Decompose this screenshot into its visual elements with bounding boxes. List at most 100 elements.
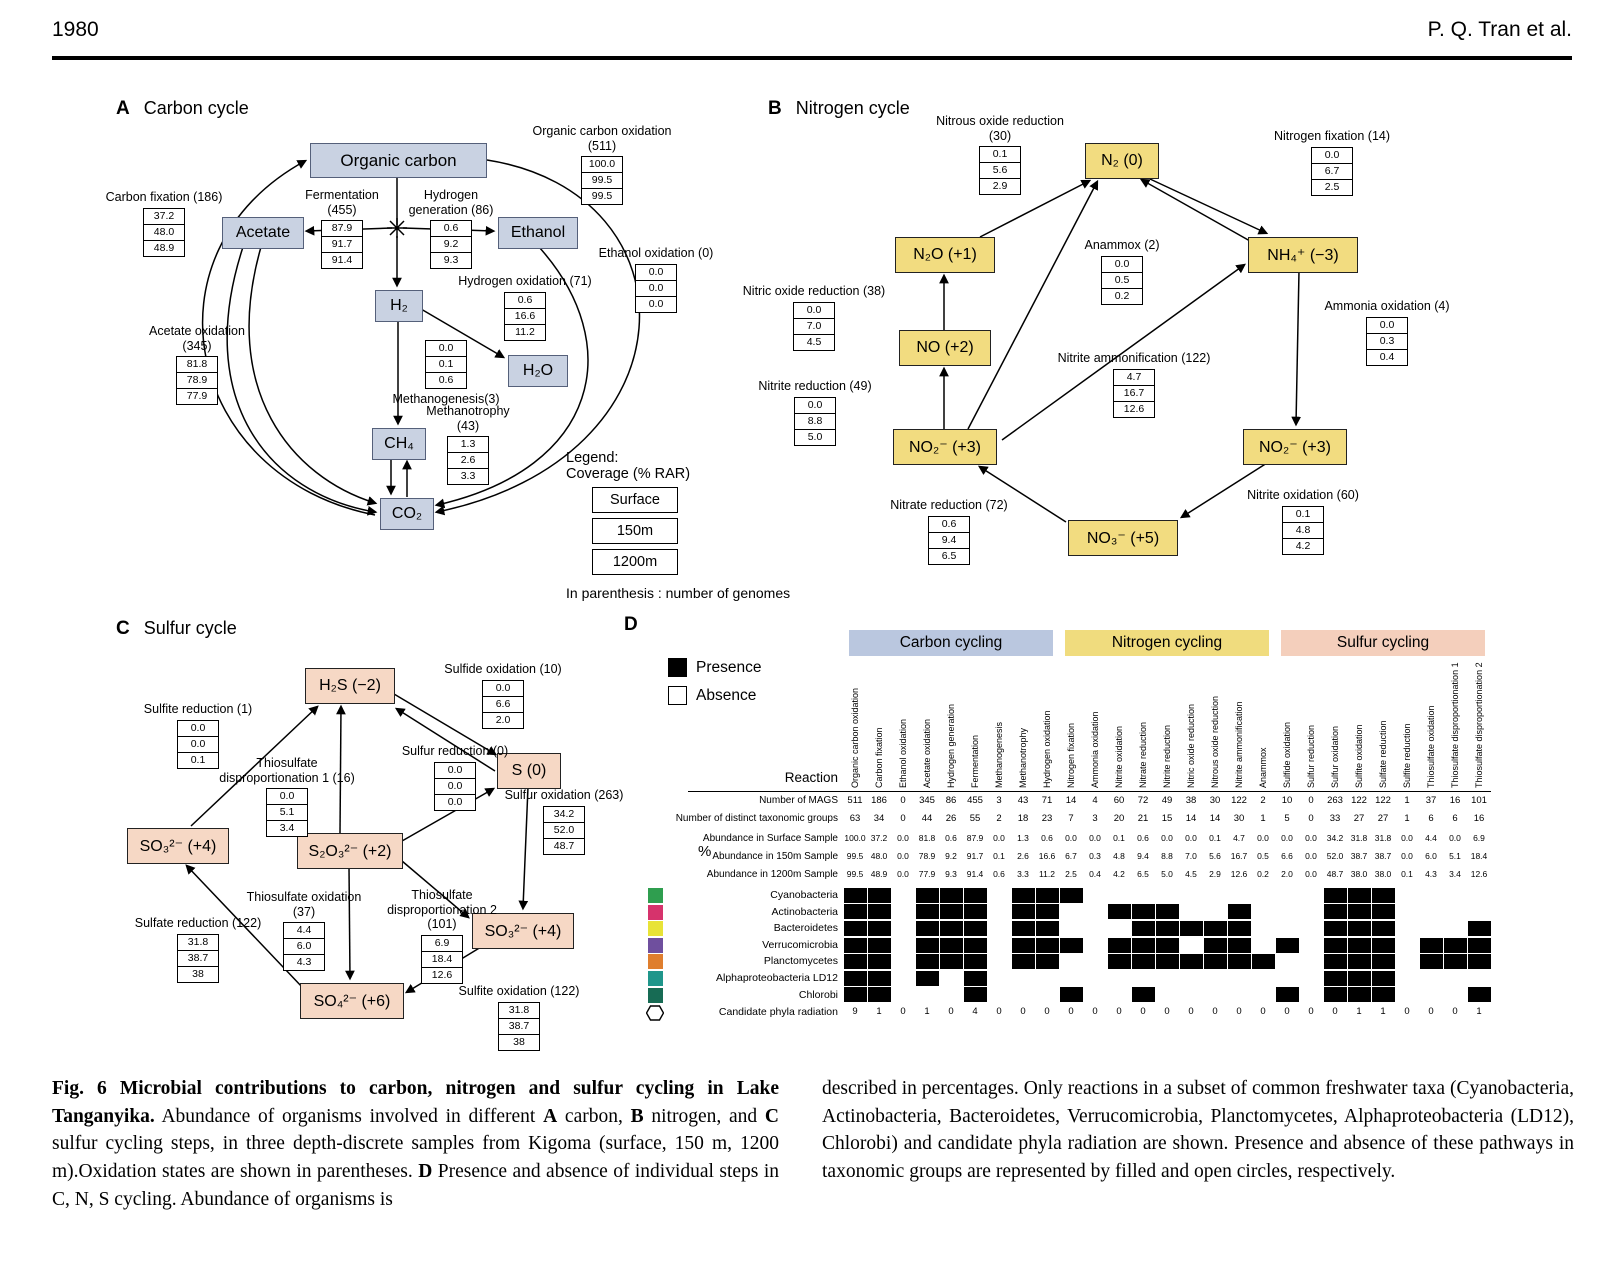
coverage-150m: 16.6	[504, 308, 546, 325]
coverage-1200m: 4.5	[793, 334, 835, 351]
presence-cell	[963, 970, 987, 986]
taxon-label-7: Chlorobi	[798, 988, 838, 1001]
coverage-1200m: 0.4	[1366, 349, 1408, 366]
presence-cell	[843, 954, 867, 970]
presence-cell	[1371, 987, 1395, 1003]
presence-cell	[1467, 921, 1491, 936]
mags-value-24: 1	[1404, 795, 1410, 806]
surface-value-14: 0.0	[1161, 833, 1173, 843]
rx-label: Sulfite reduction (1)	[143, 702, 253, 716]
rx-nitric-oxide-reduction: Nitric oxide reduction (38) 0.0 7.0 4.5	[730, 284, 898, 351]
rx-acetate-oxidation: Acetate oxidation (345) 81.8 78.9 77.9	[146, 324, 248, 405]
coverage-stack: 0.0 6.6 2.0	[482, 679, 524, 729]
column-label-5: Hydrogen generation	[946, 703, 956, 788]
surface-value-9: 0.6	[1041, 833, 1053, 843]
coverage-stack: 0.0 7.0 4.5	[793, 301, 835, 351]
coverage-stack: 34.2 52.0 48.7	[543, 805, 585, 855]
arrow-nitrite-oxidation	[1179, 462, 1268, 519]
presence-cell	[1203, 937, 1227, 953]
mags-value-12: 60	[1113, 795, 1125, 806]
surface-value-11: 0.0	[1089, 833, 1101, 843]
presence-cell	[1371, 904, 1395, 920]
m150-value-17: 16.7	[1230, 851, 1248, 861]
coverage-150m: 6.7	[1311, 163, 1353, 180]
rx-anammox: Anammox (2) 0.0 0.5 0.2	[1066, 238, 1178, 305]
presence-cell	[867, 887, 891, 903]
taxon-color-chip-7	[648, 987, 663, 1003]
taxon-color-chip-2	[648, 904, 663, 920]
surface-value-10: 0.0	[1065, 833, 1077, 843]
presence-label: Presence	[696, 658, 762, 676]
mags-value-14: 49	[1161, 795, 1173, 806]
presence-cell	[1323, 887, 1347, 903]
presence-cell	[1443, 954, 1467, 970]
cpr-count-9: 0	[1044, 1006, 1050, 1018]
m150-value-23: 38.7	[1374, 851, 1392, 861]
m150-value-18: 0.5	[1257, 851, 1269, 861]
caption-segment: carbon,	[557, 1105, 631, 1127]
rx-label: Fermentation (455)	[305, 188, 379, 217]
surface-value-7: 0.0	[993, 833, 1005, 843]
cpr-count-27: 1	[1476, 1006, 1482, 1018]
coverage-1200m: 99.5	[581, 189, 623, 205]
rx-label: Hydrogen oxidation (71)	[458, 274, 592, 288]
coverage-150m: 8.8	[794, 413, 836, 430]
rx-fermentation: Fermentation (455) 87.9 91.7 91.4	[291, 188, 393, 269]
rx-label: Nitric oxide reduction (38)	[742, 284, 886, 298]
row-label-mags: Number of MAGS	[759, 795, 838, 806]
coverage-surface: 0.6	[928, 515, 970, 533]
m150-value-20: 0.0	[1305, 851, 1317, 861]
rx-label: Ethanol oxidation (0)	[598, 246, 714, 260]
caption-bold-segment: C	[764, 1105, 780, 1127]
coverage-surface: 4.4	[283, 922, 325, 939]
presence-cell	[1323, 921, 1347, 936]
coverage-stack: 0.0 8.8 5.0	[794, 396, 836, 446]
tax_groups-value-7: 2	[996, 813, 1002, 824]
coverage-150m: 5.1	[266, 805, 308, 821]
presence-cell	[1371, 887, 1395, 903]
m150-value-5: 9.2	[945, 851, 957, 861]
presence-cell	[1203, 921, 1227, 936]
m150-value-12: 4.8	[1113, 851, 1125, 861]
panel-a-letter: A	[116, 98, 130, 119]
coverage-stack: 37.2 48.0 48.9	[143, 207, 185, 257]
surface-value-1: 100.0	[844, 833, 866, 843]
presence-cell	[1467, 987, 1491, 1003]
row-label-m150: Abundance in 150m Sample	[712, 851, 838, 862]
cpr-count-20: 0	[1308, 1006, 1314, 1018]
m150-value-3: 0.0	[897, 851, 909, 861]
coverage-150m: 99.5	[581, 173, 623, 189]
column-label-20: Sulfur reduction	[1306, 724, 1316, 788]
rx-label: Nitrite reduction (49)	[758, 379, 872, 393]
group-header-sulfur: Sulfur cycling	[1281, 630, 1485, 656]
coverage-1200m: 12.6	[1113, 401, 1155, 418]
tax_groups-value-2: 34	[873, 813, 885, 824]
coverage-surface: 0.0	[1366, 316, 1408, 334]
coverage-stack: 0.0 6.7 2.5	[1311, 146, 1353, 196]
caption-bold-segment: A	[543, 1105, 558, 1127]
mags-value-17: 122	[1231, 795, 1247, 806]
box-nh4: NH₄⁺ (−3)	[1248, 237, 1358, 273]
tax_groups-value-1: 63	[849, 813, 861, 824]
presence-cell	[1347, 987, 1371, 1003]
mags-value-26: 16	[1449, 795, 1461, 806]
presence-cell	[1131, 954, 1155, 970]
row-label-tax_groups: Number of distinct taxonomic groups	[675, 813, 838, 824]
cpr-count-10: 0	[1068, 1006, 1074, 1018]
presence-cell	[1323, 987, 1347, 1003]
tax_groups-value-27: 16	[1473, 813, 1485, 824]
presence-cell	[1011, 887, 1035, 903]
presence-cell	[939, 887, 963, 903]
coverage-stack: 4.4 6.0 4.3	[283, 922, 325, 971]
taxon-color-chip-4	[648, 937, 663, 953]
presence-cell	[1107, 954, 1131, 970]
coverage-1200m: 2.9	[979, 179, 1021, 195]
m150-value-10: 6.7	[1065, 851, 1077, 861]
row-label-surface: Abundance in Surface Sample	[702, 833, 838, 844]
caption-bold-segment: B	[630, 1105, 644, 1127]
cpr-count-8: 0	[1020, 1006, 1026, 1018]
arrow-sulfur-reduction	[394, 707, 496, 772]
coverage-150m: 38.7	[177, 950, 219, 967]
coverage-surface: 6.9	[421, 934, 463, 952]
mags-value-2: 186	[871, 795, 887, 806]
